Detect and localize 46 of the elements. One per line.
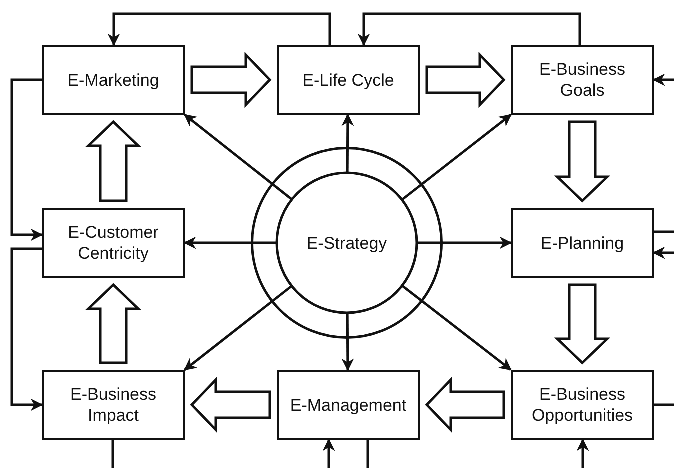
- process-box: [511, 208, 654, 278]
- node-label: E-Planning: [540, 232, 626, 254]
- arrow: [184, 285, 293, 371]
- block-arrow: [554, 284, 611, 365]
- arrow: [184, 236, 277, 250]
- node-label: E-Customer Centricity: [67, 222, 160, 264]
- block-arrow: [190, 52, 272, 108]
- process-box: [42, 370, 185, 440]
- node-label: E-Business Impact: [70, 384, 158, 426]
- arrow: [10, 78, 44, 242]
- block-arrow: [85, 120, 142, 202]
- block-arrow: [425, 376, 506, 434]
- arrow: [402, 284, 512, 371]
- process-box: [511, 370, 654, 440]
- arrow: [652, 246, 674, 260]
- process-box: [42, 45, 185, 115]
- arrow: [10, 248, 44, 412]
- arrow: [184, 114, 293, 201]
- connector-line: [654, 230, 674, 234]
- process-box: [511, 45, 654, 115]
- process-box: [277, 45, 420, 115]
- block-arrow: [190, 376, 272, 434]
- node-label: E-Strategy: [306, 232, 388, 254]
- arrow: [576, 438, 590, 468]
- block-arrow: [554, 120, 611, 203]
- arrow: [358, 12, 582, 46]
- double-circle: [251, 147, 443, 339]
- arrow: [342, 312, 354, 372]
- arrow: [342, 114, 354, 174]
- node-label: E-Marketing: [66, 70, 160, 90]
- process-box: [42, 208, 185, 278]
- node-label: E-Business Goals: [538, 59, 626, 101]
- node-label: E-Life Cycle: [302, 70, 396, 90]
- arrow: [108, 12, 332, 46]
- connector-line: [654, 404, 674, 406]
- arrow: [417, 236, 512, 250]
- node-label: E-Management: [289, 394, 408, 416]
- arrow: [322, 438, 336, 468]
- arrow: [401, 114, 512, 201]
- node-label: E-Business Opportunities: [530, 384, 634, 426]
- connector-line: [112, 440, 114, 468]
- block-arrow: [85, 283, 142, 364]
- process-box: [277, 370, 420, 440]
- block-arrow: [426, 52, 506, 108]
- connector-line: [366, 440, 370, 468]
- arrow: [652, 74, 674, 86]
